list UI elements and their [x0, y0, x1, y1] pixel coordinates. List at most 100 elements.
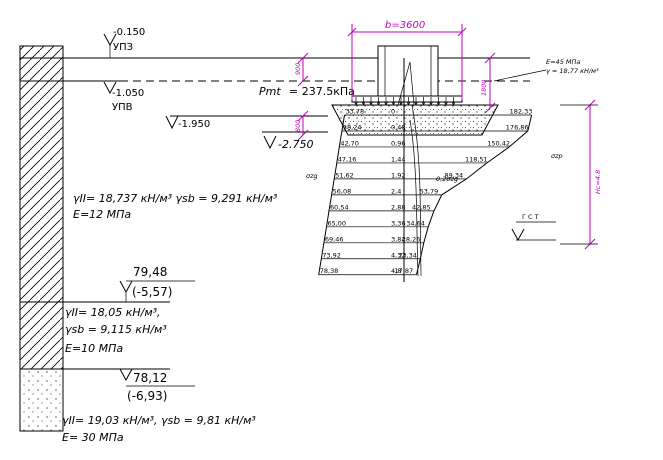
- soil-column: [19, 45, 64, 432]
- load-spike: [397, 61, 415, 106]
- szp-value: 17,87: [395, 267, 414, 275]
- sigma-zg-label: σzg: [306, 172, 318, 180]
- szp-value: 176,86: [506, 123, 529, 131]
- hc-label: Hc=4.8: [594, 170, 602, 194]
- szp-value: 28,26: [402, 235, 421, 243]
- depth-value: 3,36: [391, 219, 405, 227]
- layer-2-submerged-weight: γsb = 9,115 кН/м³: [65, 323, 167, 336]
- foundation: [331, 45, 499, 136]
- level-value: -1.950: [178, 119, 210, 130]
- level-mark-0150: -0.150 УПЗ: [103, 27, 145, 58]
- pressure-arrowhead: [421, 101, 426, 106]
- boundary-elevation: 79,48: [133, 265, 167, 279]
- szp-value: 34,64: [406, 219, 425, 227]
- szg-value: 73,92: [322, 251, 341, 259]
- gst-marker: Г С Т: [511, 213, 556, 242]
- pressure-arrows: [354, 97, 456, 106]
- dimension-900: 900: [294, 52, 309, 87]
- layer-3-unit-weights: γII= 19,03 кН/м³, γsb = 9,81 кН/м³: [62, 414, 256, 427]
- pressure-label: Pmt = 237.5кПа: [259, 85, 355, 98]
- pressure-arrowhead: [444, 101, 448, 106]
- dim-1800-label: 1800: [480, 79, 488, 96]
- pressure-symbol: Pmt: [259, 85, 281, 98]
- level-value: -1.050: [112, 88, 144, 99]
- depth-value: 0: [391, 108, 395, 116]
- depth-value: 0,48: [391, 123, 405, 131]
- depth-value: 2,4: [391, 187, 401, 195]
- szg-value: 60,54: [330, 203, 349, 211]
- boundary-mark-2: 78,12 (-6,93): [119, 368, 195, 403]
- dimension-hc: Hc=4.8: [560, 99, 602, 250]
- layer-2-props: γII= 18,05 кН/м³, γsb = 9,115 кН/м³ E=10…: [65, 306, 167, 355]
- pressure-arrowhead: [391, 101, 396, 106]
- szp-value: 23,34: [398, 251, 417, 259]
- boundary-depth: (-6,93): [127, 389, 167, 403]
- pressure-arrowhead: [414, 101, 418, 106]
- foundation-column: [377, 45, 439, 103]
- dimension-800: 800: [294, 110, 309, 141]
- level-mark-1950: -1.950: [165, 115, 210, 130]
- boundary-depth: (-5,57): [132, 285, 172, 299]
- szp-value: 182,33: [510, 108, 533, 116]
- level-value: -0.150: [113, 27, 145, 38]
- pressure-arrowhead: [406, 101, 411, 106]
- depth-value: 3,84: [391, 235, 405, 243]
- dim-800-label: 800: [294, 120, 302, 132]
- depth-value: 0,96: [391, 139, 405, 147]
- szp-value: 118,51: [465, 155, 488, 163]
- pressure-arrowhead: [451, 101, 456, 106]
- szp-value: 42,85: [412, 203, 431, 211]
- layer-2-unit-weight: γII= 18,05 кН/м³,: [65, 306, 161, 319]
- pressure-arrowhead: [354, 101, 358, 106]
- dim-900-label: 900: [294, 63, 302, 75]
- level-mark-1050: -1.050 УПВ: [103, 81, 144, 113]
- soil-layer-1-hatch: [19, 45, 64, 303]
- layer-3-props: γII= 19,03 кН/м³, γsb = 9,81 кН/м³ E= 30…: [62, 414, 256, 444]
- pressure-arrowhead: [376, 101, 381, 106]
- note-unit-weight: γ ≈ 18,77 кН/м³: [546, 67, 599, 75]
- dimension-1800: 1800: [480, 52, 496, 114]
- szg-value: 78,38: [320, 267, 339, 275]
- pressure-value: = 237.5кПа: [289, 85, 355, 98]
- sigma-zp-label: σzp: [551, 152, 563, 160]
- depth-value: 1,44: [391, 155, 405, 163]
- pressure-arrowhead: [361, 101, 366, 106]
- szg-value: 51,62: [335, 171, 354, 179]
- szp-value: 89,34: [445, 171, 464, 179]
- right-note: E=45 МПа γ ≈ 18,77 кН/м³: [493, 58, 599, 82]
- pressure-arrowhead: [436, 101, 441, 106]
- layer-2-modulus: E=10 МПа: [65, 342, 123, 355]
- foundation-slab: [351, 95, 463, 103]
- zp-inner-curve-2: [409, 119, 419, 277]
- szp-value: 53,79: [420, 187, 439, 195]
- soil-layer-2-hatch: [19, 301, 64, 370]
- layer-1-props: γII= 18,737 кН/м³ γsb = 9,291 кН/м³ E=12…: [73, 192, 278, 221]
- szg-value: 47,16: [338, 155, 357, 163]
- szg-value: 65,00: [327, 219, 346, 227]
- layer-3-modulus: E= 30 МПа: [62, 431, 124, 444]
- dimension-b: b=3600: [347, 20, 467, 100]
- pressure-arrowhead: [369, 101, 373, 106]
- szp-value: 150,42: [487, 139, 510, 147]
- layer-1-unit-weights: γII= 18,737 кН/м³ γsb = 9,291 кН/м³: [73, 192, 278, 205]
- pressure-arrowhead: [399, 101, 403, 106]
- boundary-elevation: 78,12: [133, 371, 167, 385]
- boundary-mark-1: 79,48 (-5,57): [119, 265, 195, 302]
- szp-curve: [416, 114, 533, 275]
- depth-value: 2,88: [391, 203, 405, 211]
- width-dimension: b=3600: [385, 20, 425, 31]
- gst-label: Г С Т: [522, 213, 539, 221]
- depth-value: 4,8: [391, 267, 401, 275]
- zp-inner-curve: [411, 104, 422, 277]
- note-modulus: E=45 МПа: [546, 58, 580, 66]
- szg-value: 38,24: [343, 123, 362, 131]
- szg-value: 42,70: [340, 139, 359, 147]
- pressure-arrowhead: [429, 101, 433, 106]
- szg-value: 69,46: [325, 235, 344, 243]
- level-sub-label: УПВ: [112, 102, 133, 113]
- level-sub-label: УПЗ: [113, 42, 133, 53]
- szg-curve: [318, 114, 345, 275]
